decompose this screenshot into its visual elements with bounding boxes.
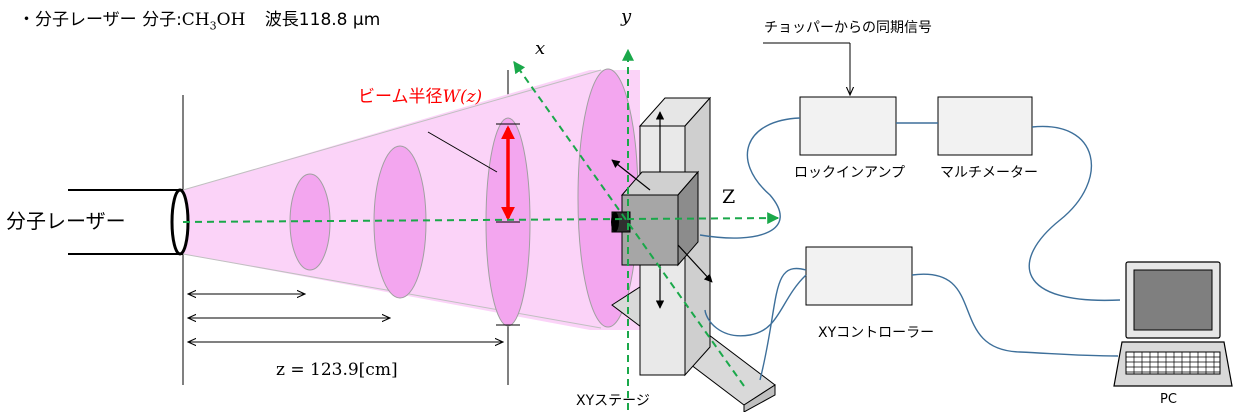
xy-controller-label: XYコントローラー bbox=[818, 325, 935, 341]
motion-arrow-diagonal-up bbox=[611, 159, 651, 191]
pc-laptop-icon bbox=[1113, 261, 1233, 387]
laser-label: 分子レーザー bbox=[6, 209, 126, 233]
header-subscript: 3 bbox=[209, 19, 217, 33]
motion-arrow-diagonal-down bbox=[677, 244, 713, 283]
cables bbox=[699, 117, 1121, 381]
header-prefix: ・分子レーザー 分子: bbox=[18, 10, 182, 30]
axis-z-line bbox=[182, 212, 780, 225]
lockin-amp-box bbox=[799, 96, 897, 156]
axis-x-line bbox=[513, 61, 745, 387]
axis-y-label: y bbox=[621, 6, 632, 27]
multimeter-label: マルチメーター bbox=[940, 165, 1038, 181]
axis-x-label: x bbox=[535, 38, 546, 59]
chopper-sync-label: チョッパーからの同期信号 bbox=[764, 20, 932, 36]
laser-tube bbox=[68, 189, 183, 255]
header-wavelength: 波長118.8 μm bbox=[264, 10, 381, 30]
beam-radius-pointer bbox=[427, 131, 498, 173]
beam-radius-label: ビーム半径W(z) bbox=[358, 87, 483, 107]
beam-ellipse-2 bbox=[373, 145, 427, 299]
header-line: ・分子レーザー 分子:CH3OH 波長118.8 μm bbox=[18, 5, 380, 32]
xy-controller-box bbox=[805, 246, 913, 306]
axis-z-label: Z bbox=[722, 186, 736, 208]
header-molecule: CH3OH bbox=[181, 10, 246, 33]
distance-label: z = 123.9[cm] bbox=[276, 360, 398, 380]
pc-label: PC bbox=[1160, 392, 1177, 407]
multimeter-box bbox=[937, 96, 1033, 156]
xy-stage-label: XYステージ bbox=[576, 393, 650, 409]
lockin-amp-label: ロックインアンプ bbox=[794, 165, 906, 181]
